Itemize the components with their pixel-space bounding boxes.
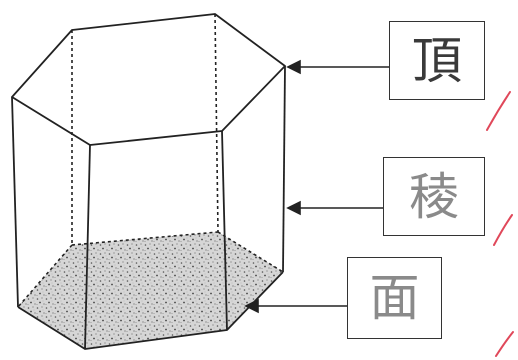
vertex-label-box: 頂: [389, 21, 485, 100]
hidden-vertical-edge-right: [214, 13, 219, 233]
hidden-bottom-edge-back-right: [217, 231, 284, 273]
check-marks: [486, 91, 514, 357]
vertical-edge-right: [282, 65, 286, 273]
bottom-face-shaded: [18, 232, 283, 349]
face-label: 面: [369, 269, 420, 327]
arrow-edge-head: [286, 200, 301, 216]
vertical-edge-front-left: [84, 144, 91, 350]
arrow-vertex-head: [286, 59, 301, 75]
check-mark-3: [495, 331, 514, 357]
vertical-edge-left: [11, 96, 19, 308]
vertical-edge-front-right: [221, 130, 228, 331]
arrow-face-head: [244, 298, 259, 314]
check-mark-2: [493, 214, 513, 246]
hidden-bottom-edge-back-left: [17, 244, 73, 308]
face-label-box: 面: [347, 257, 442, 339]
top-face: [11, 13, 286, 146]
check-mark-1: [486, 91, 511, 131]
hidden-bottom-edge-back: [71, 231, 219, 246]
visible-edges: [11, 13, 286, 350]
hidden-edges: [17, 13, 284, 308]
label-arrows: [244, 59, 389, 314]
vertex-label: 頂: [412, 31, 462, 90]
edge-label-box: 稜: [383, 157, 485, 236]
edge-label: 稜: [409, 167, 459, 226]
